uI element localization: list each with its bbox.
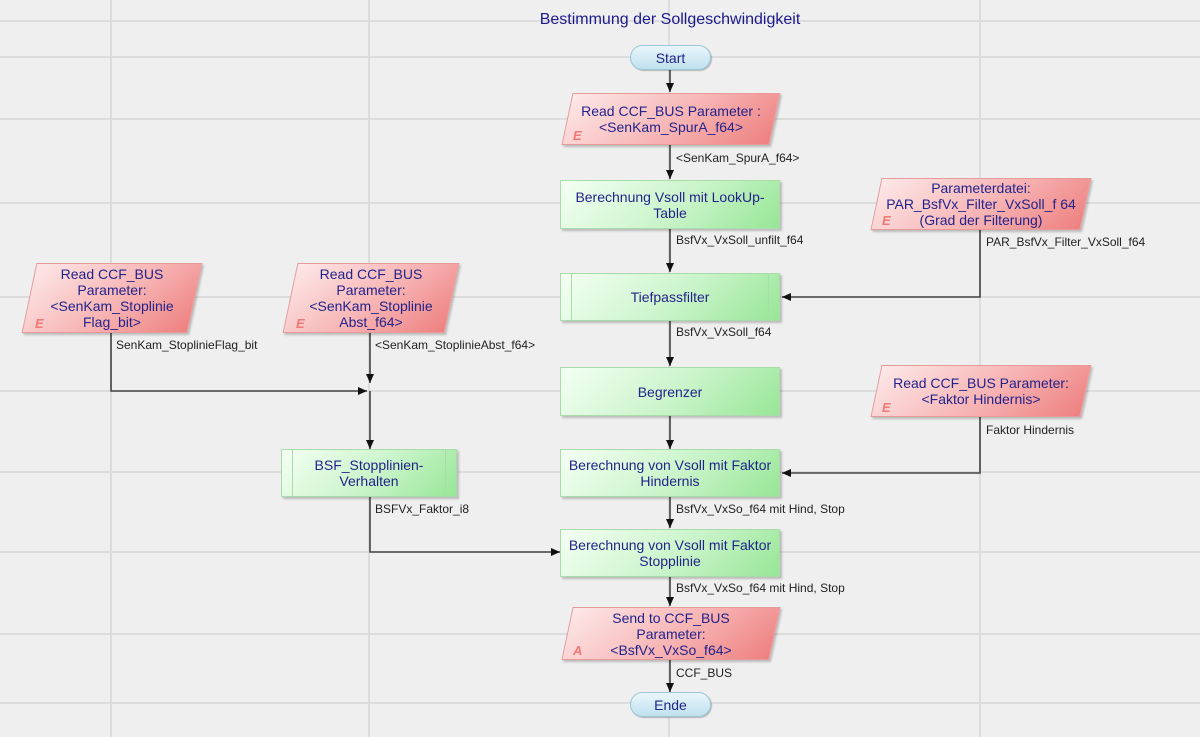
calc-hind-label: Berechnung von Vsoll mit Faktor Hinderni…	[568, 457, 772, 489]
edge-param-to-tiefpass	[782, 230, 981, 301]
input-marker-icon: E	[882, 400, 891, 415]
input-marker-icon: E	[35, 316, 44, 331]
bsf-stop-node[interactable]: BSF_Stopplinien-Verhalten	[281, 449, 457, 497]
end-label: Ende	[654, 696, 687, 713]
begrenzer-label: Begrenzer	[637, 383, 703, 400]
tiefpass-node[interactable]: Tiefpassfilter	[560, 273, 780, 321]
edge-flag-to-merge	[110, 333, 367, 395]
end-node[interactable]: Ende	[630, 692, 711, 717]
calc-stop-node[interactable]: Berechnung von Vsoll mit Faktor Stopplin…	[560, 529, 780, 577]
edge-hind-to-calc-hind	[782, 417, 981, 477]
edge-label: <SenKam_StoplinieAbst_f64>	[375, 338, 536, 352]
edge-label: PAR_BsfVx_Filter_VxSoll_f64	[986, 235, 1146, 249]
edge-label: SenKam_StoplinieFlag_bit	[116, 338, 258, 352]
output-marker-icon: A	[573, 643, 583, 658]
edge-label: <SenKam_SpurA_f64>	[676, 151, 800, 165]
edge-label: BsfVx_VxSoll_f64	[676, 325, 772, 339]
param-file-node[interactable]: Parameterdatei: PAR_BsfVx_Filter_VxSoll_…	[870, 178, 1092, 230]
read-hind-node[interactable]: Read CCF_BUS Parameter: <Faktor Hinderni…	[870, 365, 1092, 417]
lookup-node[interactable]: Berechnung Vsoll mit LookUp-Table	[560, 180, 780, 229]
calc-hind-node[interactable]: Berechnung von Vsoll mit Faktor Hinderni…	[560, 449, 780, 497]
read-abst-node[interactable]: Read CCF_BUS Parameter: <SenKam_Stoplini…	[282, 263, 460, 333]
diagram-title: Bestimmung der Sollgeschwindigkeit	[539, 11, 801, 28]
edge-label: BsfVx_VxSoll_unfilt_f64	[676, 233, 804, 247]
start-label: Start	[655, 49, 686, 66]
lookup-label: Berechnung Vsoll mit LookUp-Table	[575, 188, 765, 221]
grid-line	[0, 702, 1200, 704]
edge-label: BsfVx_VxSo_f64 mit Hind, Stop	[676, 581, 845, 595]
send-node[interactable]: Send to CCF_BUS Parameter: <BsfVx_VxSo_f…	[561, 607, 781, 660]
input-marker-icon: E	[573, 128, 582, 143]
grid-line	[0, 56, 1200, 58]
edge-bsf-to-calc-stop	[369, 497, 560, 556]
bsf-stop-label: BSF_Stopplinien-Verhalten	[314, 457, 424, 489]
tiefpass-label: Tiefpassfilter	[630, 289, 710, 305]
read-abst-label: Read CCF_BUS Parameter: <SenKam_Stoplini…	[309, 266, 433, 330]
calc-stop-label: Berechnung von Vsoll mit Faktor Stopplin…	[568, 537, 772, 569]
start-node[interactable]: Start	[630, 45, 711, 70]
grid-line	[0, 20, 1200, 22]
edge-label: BSFVx_Faktor_i8	[375, 502, 470, 516]
read-hind-label: Read CCF_BUS Parameter: <Faktor Hinderni…	[893, 375, 1069, 407]
input-marker-icon: E	[882, 213, 891, 228]
send-label: Send to CCF_BUS Parameter: <BsfVx_VxSo_f…	[610, 609, 732, 658]
edge-label: Faktor Hindernis	[986, 423, 1075, 437]
grid-line	[368, 0, 370, 737]
read-flag-node[interactable]: Read CCF_BUS Parameter: <SenKam_Stoplini…	[21, 263, 203, 333]
input-marker-icon: E	[296, 316, 305, 331]
edge-label: CCF_BUS	[676, 666, 733, 680]
read-flag-label: Read CCF_BUS Parameter: <SenKam_Stoplini…	[50, 266, 174, 330]
param-file-label: Parameterdatei: PAR_BsfVx_Filter_VxSoll_…	[886, 180, 1076, 228]
read-spur-node[interactable]: Read CCF_BUS Parameter : <SenKam_SpurA_f…	[561, 93, 781, 145]
read-spur-label: Read CCF_BUS Parameter : <SenKam_SpurA_f…	[581, 103, 761, 135]
edge-label: BsfVx_VxSo_f64 mit Hind, Stop	[676, 502, 845, 516]
begrenzer-node[interactable]: Begrenzer	[560, 367, 780, 416]
